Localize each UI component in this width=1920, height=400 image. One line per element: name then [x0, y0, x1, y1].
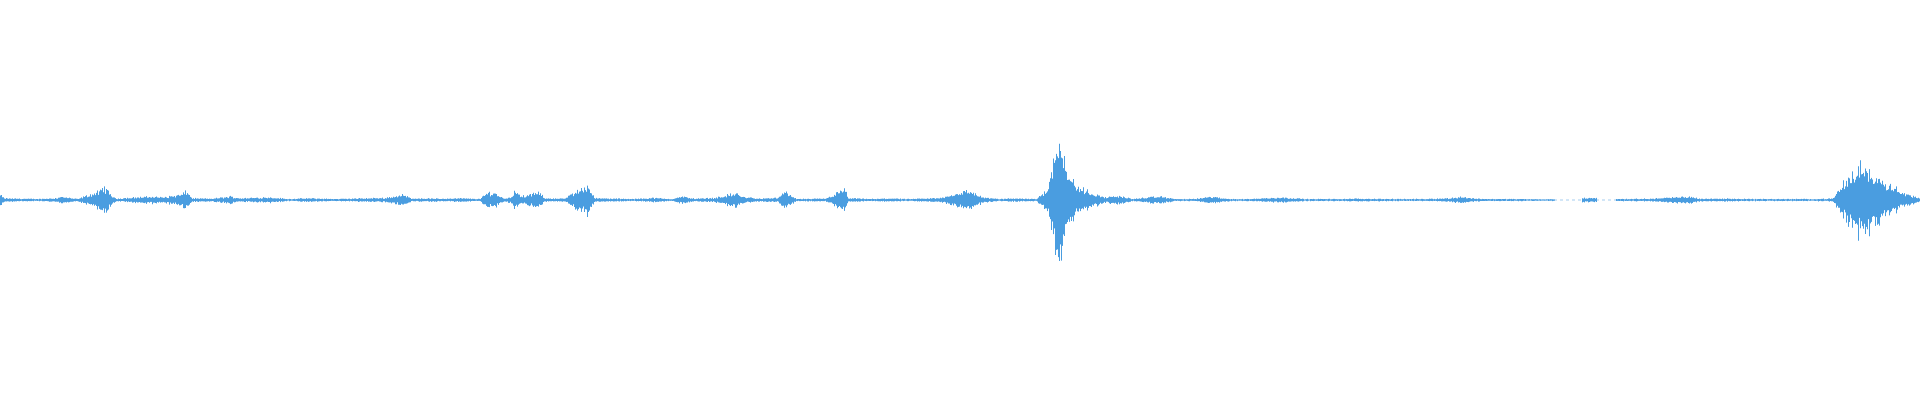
waveform-path: [0, 143, 1920, 261]
waveform-samples: [0, 143, 1920, 261]
